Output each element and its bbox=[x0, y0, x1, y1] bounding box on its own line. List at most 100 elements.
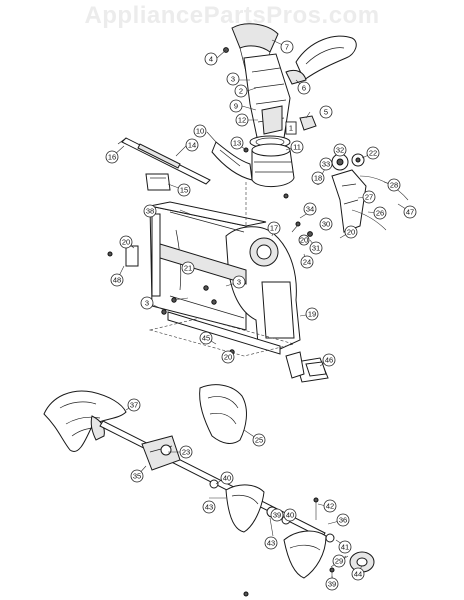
auger-right bbox=[199, 384, 247, 444]
callout-7: 7 bbox=[280, 40, 294, 54]
callout-17: 17 bbox=[267, 221, 281, 235]
svg-text:43: 43 bbox=[267, 539, 275, 548]
callout-2: 2 bbox=[234, 84, 248, 98]
callout-20-shaft: 20 bbox=[298, 234, 310, 246]
upper-chute bbox=[243, 53, 291, 143]
callout-22: 22 bbox=[366, 146, 380, 160]
svg-text:7: 7 bbox=[285, 43, 289, 52]
rod-bracket bbox=[145, 173, 171, 191]
callout-44: 44 bbox=[351, 567, 365, 581]
svg-text:30: 30 bbox=[322, 220, 330, 229]
svg-text:47: 47 bbox=[406, 208, 414, 217]
callout-42: 42 bbox=[323, 499, 337, 513]
svg-text:4: 4 bbox=[209, 55, 213, 64]
callout-23: 23 bbox=[179, 445, 193, 459]
svg-text:37: 37 bbox=[130, 401, 138, 410]
callout-47: 47 bbox=[403, 205, 417, 219]
watermark-text: AppliancePartsPros.com bbox=[84, 2, 380, 29]
callout-16: 16 bbox=[105, 150, 119, 164]
callout-33: 33 bbox=[319, 157, 333, 171]
svg-text:34: 34 bbox=[306, 205, 314, 214]
chute-deflector bbox=[231, 23, 279, 77]
svg-text:16: 16 bbox=[108, 153, 116, 162]
callout-6: 6 bbox=[297, 81, 311, 95]
callout-35: 35 bbox=[130, 469, 144, 483]
chute-nut bbox=[299, 115, 317, 131]
callout-27: 27 bbox=[362, 190, 376, 204]
lower-chute bbox=[251, 143, 295, 187]
svg-text:22: 22 bbox=[369, 149, 377, 158]
callout-39-bottom: 39 bbox=[325, 577, 339, 591]
svg-text:39: 39 bbox=[328, 580, 336, 589]
callout-34: 34 bbox=[303, 202, 317, 216]
auger-left bbox=[43, 390, 127, 452]
svg-text:3: 3 bbox=[231, 75, 235, 84]
svg-text:2: 2 bbox=[239, 87, 243, 96]
callout-29: 29 bbox=[332, 554, 346, 568]
callout-40-mid: 40 bbox=[283, 508, 297, 522]
gear-bracket bbox=[331, 169, 367, 233]
callout-19: 19 bbox=[305, 307, 319, 321]
svg-text:3: 3 bbox=[145, 299, 149, 308]
callout-36: 36 bbox=[336, 513, 350, 527]
callout-38: 38 bbox=[143, 204, 157, 218]
callout-45: 45 bbox=[199, 331, 213, 345]
cable bbox=[351, 175, 409, 231]
shear-pins bbox=[243, 497, 335, 597]
svg-text:43: 43 bbox=[205, 503, 213, 512]
svg-text:24: 24 bbox=[303, 258, 311, 267]
svg-text:28: 28 bbox=[390, 181, 398, 190]
svg-text:38: 38 bbox=[146, 207, 154, 216]
gear-box bbox=[141, 435, 181, 471]
svg-text:11: 11 bbox=[293, 143, 301, 152]
callout-39-mid: 39 bbox=[270, 508, 284, 522]
end-cap bbox=[349, 551, 375, 573]
callout-37: 37 bbox=[127, 398, 141, 412]
svg-text:6: 6 bbox=[302, 84, 306, 93]
svg-text:18: 18 bbox=[314, 174, 322, 183]
svg-text:25: 25 bbox=[255, 436, 263, 445]
callout-4-top: 4 bbox=[204, 52, 218, 66]
bearing-cap bbox=[331, 153, 365, 171]
svg-text:17: 17 bbox=[270, 224, 278, 233]
svg-text:36: 36 bbox=[339, 516, 347, 525]
svg-text:12: 12 bbox=[238, 116, 246, 125]
svg-text:40: 40 bbox=[223, 474, 231, 483]
outlet-tube bbox=[285, 351, 305, 379]
svg-text:9: 9 bbox=[234, 102, 238, 111]
svg-text:42: 42 bbox=[326, 502, 334, 511]
callout-9: 9 bbox=[229, 99, 243, 113]
impeller-blade-1 bbox=[225, 484, 265, 533]
callout-3-housing-right: 3 bbox=[232, 275, 246, 289]
svg-text:39: 39 bbox=[273, 511, 281, 520]
svg-text:40: 40 bbox=[286, 511, 294, 520]
callout-40-left: 40 bbox=[220, 471, 234, 485]
callout-5: 5 bbox=[319, 105, 333, 119]
callout-24: 24 bbox=[300, 255, 314, 269]
chute-handle bbox=[285, 35, 357, 85]
callout-43-left: 43 bbox=[202, 500, 216, 514]
svg-text:3: 3 bbox=[237, 278, 241, 287]
callout-13: 13 bbox=[230, 136, 244, 150]
callout-21: 21 bbox=[181, 261, 195, 275]
svg-text:10: 10 bbox=[196, 127, 204, 136]
scraper-bar bbox=[167, 311, 281, 355]
svg-text:41: 41 bbox=[341, 543, 349, 552]
svg-text:31: 31 bbox=[312, 244, 320, 253]
svg-text:33: 33 bbox=[322, 160, 330, 169]
callout-25: 25 bbox=[252, 433, 266, 447]
impeller-blade-2 bbox=[283, 530, 327, 579]
svg-text:29: 29 bbox=[335, 557, 343, 566]
callout-30-right: 30 bbox=[319, 217, 333, 231]
callout-31: 31 bbox=[309, 241, 323, 255]
svg-text:19: 19 bbox=[308, 310, 316, 319]
svg-text:20: 20 bbox=[122, 238, 130, 247]
svg-text:14: 14 bbox=[188, 141, 196, 150]
callout-1: 1 bbox=[285, 121, 297, 135]
callout-41: 41 bbox=[338, 540, 352, 554]
callout-20-right: 20 bbox=[344, 225, 358, 239]
svg-text:44: 44 bbox=[354, 570, 362, 579]
svg-text:20: 20 bbox=[300, 236, 308, 245]
